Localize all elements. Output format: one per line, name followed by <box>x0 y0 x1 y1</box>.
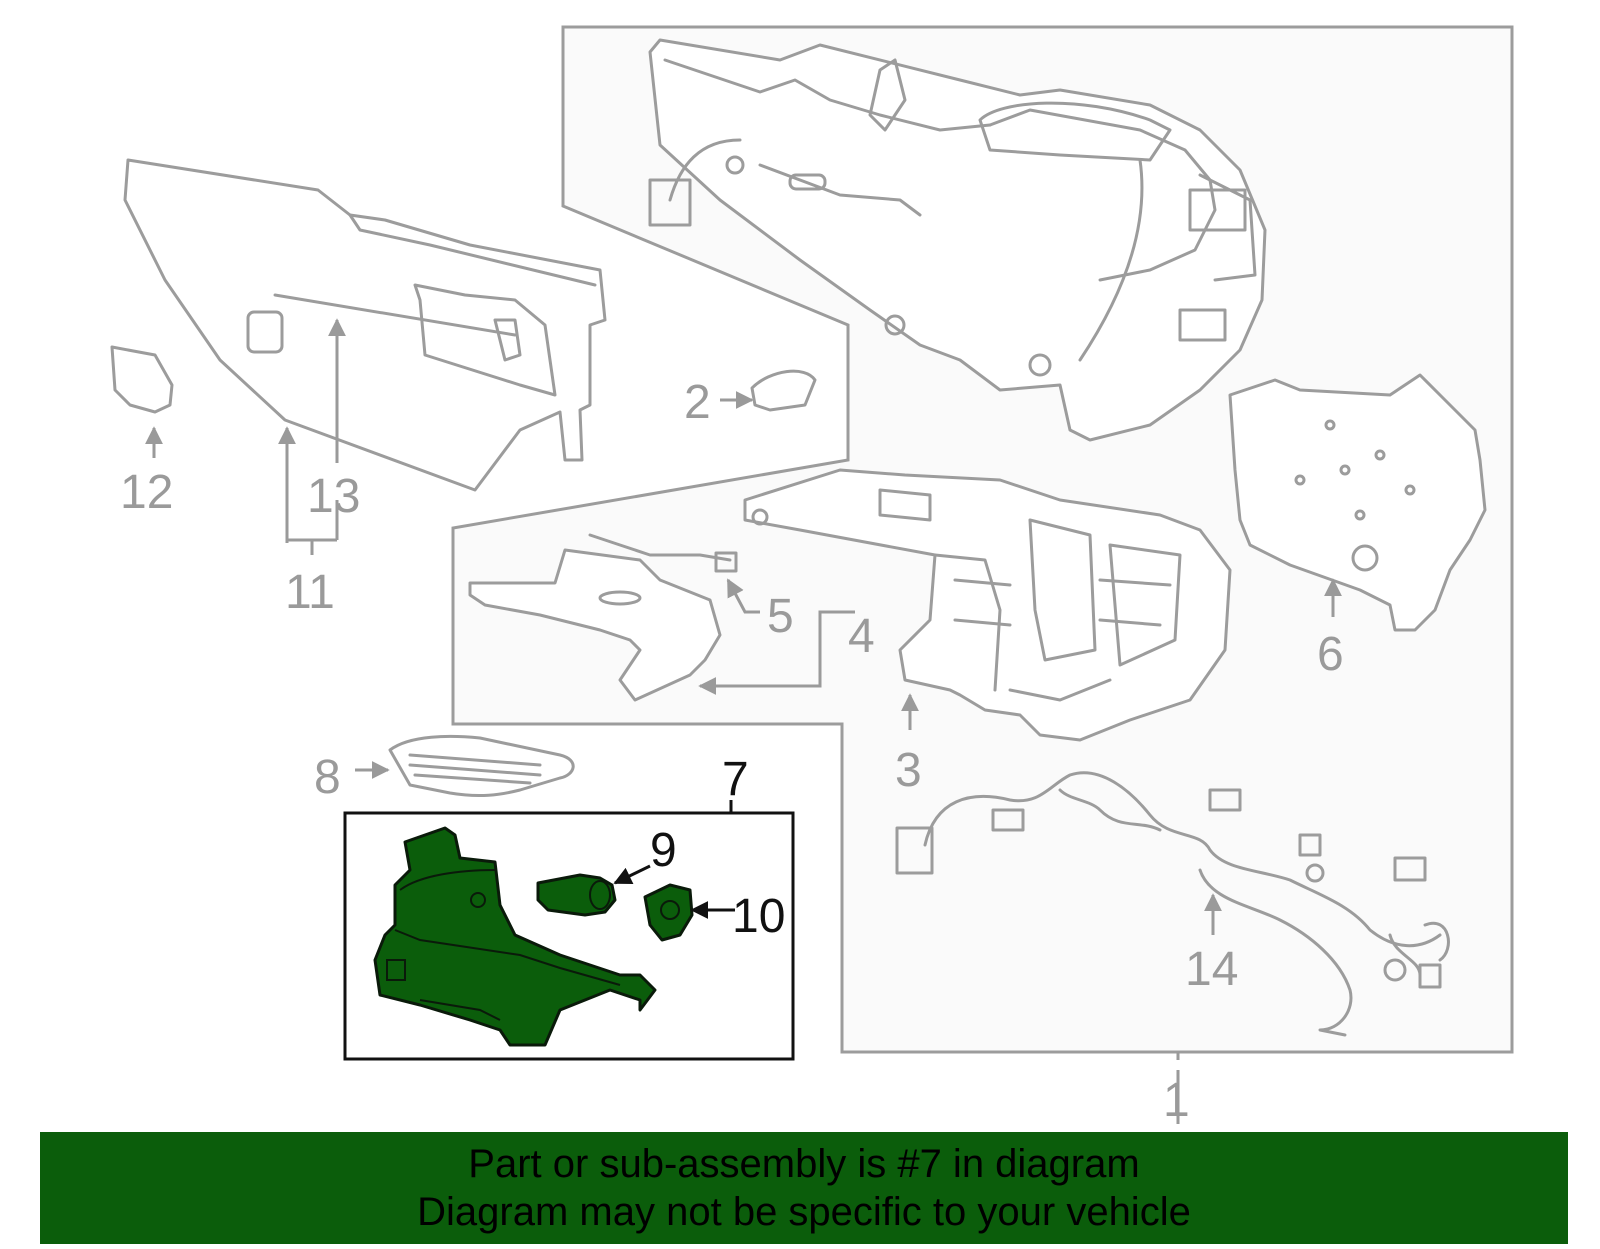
wiring-harness-14 <box>895 771 1450 1037</box>
callout-9: 9 <box>650 824 677 877</box>
leader-lines <box>145 318 1342 1124</box>
callout-1: 1 <box>1163 1074 1190 1127</box>
panel-6 <box>1228 373 1487 632</box>
callout-6: 6 <box>1317 628 1344 681</box>
mat-8 <box>388 734 575 798</box>
part-9-highlighted <box>536 873 617 917</box>
carrier-3 <box>743 468 1232 742</box>
banner-line-disclaimer: Diagram may not be specific to your vehi… <box>417 1190 1191 1234</box>
callout-13: 13 <box>307 470 360 523</box>
callout-14: 14 <box>1185 943 1238 996</box>
cap-12 <box>110 345 174 414</box>
console-top-assembly <box>648 38 1267 442</box>
callout-3: 3 <box>895 744 922 797</box>
callout-5: 5 <box>767 590 794 643</box>
part-7-highlighted <box>373 826 657 1047</box>
callout-10: 10 <box>732 890 785 943</box>
bracket-5 <box>468 533 738 702</box>
callout-12: 12 <box>120 466 173 519</box>
callout-2: 2 <box>684 376 711 429</box>
callout-4: 4 <box>848 610 875 663</box>
part-10-highlighted <box>643 883 694 942</box>
callout-8: 8 <box>314 751 341 804</box>
trim-panel-11 <box>123 158 607 492</box>
cap-2 <box>750 369 817 412</box>
callout-7: 7 <box>722 753 749 806</box>
banner-line-part: Part or sub-assembly is #7 in diagram <box>468 1142 1140 1186</box>
callout-11: 11 <box>285 566 335 619</box>
info-banner: Part or sub-assembly is #7 in diagram Di… <box>40 1132 1568 1244</box>
